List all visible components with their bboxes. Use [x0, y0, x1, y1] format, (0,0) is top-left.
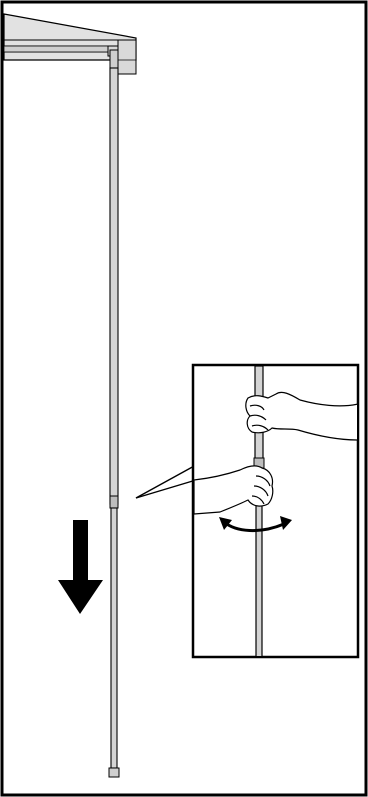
callout-pointer: [135, 464, 197, 499]
rotate-arrow-icon: [219, 516, 292, 533]
telescopic-leg: [108, 49, 120, 778]
twist-lock-joint: [109, 495, 119, 509]
detail-inset: [191, 363, 360, 659]
arrow-down-icon: [58, 520, 103, 614]
upper-hand: [245, 391, 357, 441]
leg-foot: [108, 767, 120, 778]
lower-hand: [194, 465, 274, 515]
canopy-frame: [3, 13, 137, 75]
